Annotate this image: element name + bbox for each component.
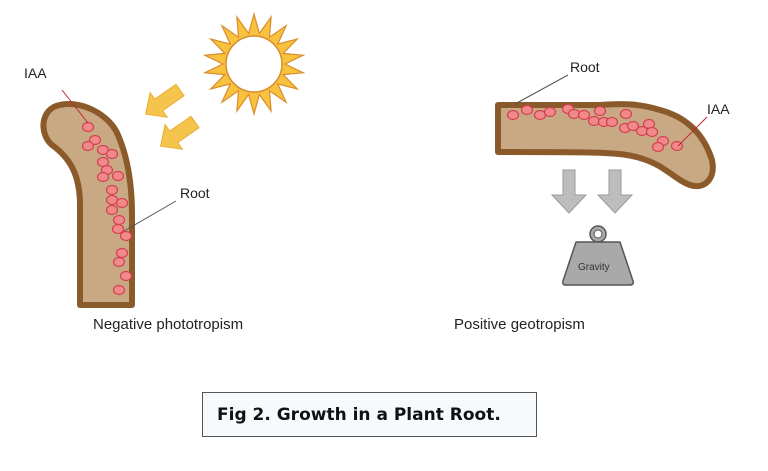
iaa-molecule bbox=[619, 108, 633, 120]
iaa-molecule bbox=[587, 115, 601, 127]
iaa-molecule bbox=[520, 104, 534, 116]
iaa-molecule bbox=[577, 109, 591, 121]
iaa-molecule bbox=[645, 126, 659, 138]
gravity-arrow-2 bbox=[596, 169, 634, 214]
iaa-molecule bbox=[567, 108, 581, 120]
iaa-molecule bbox=[651, 141, 665, 153]
iaa-molecule bbox=[593, 105, 607, 117]
right-root-label: Root bbox=[570, 59, 600, 75]
iaa-molecule bbox=[111, 170, 125, 182]
iaa-molecule bbox=[115, 247, 129, 259]
left-root-leader bbox=[123, 200, 177, 232]
left-iaa-label: IAA bbox=[24, 65, 47, 81]
right-iaa-leader bbox=[677, 116, 708, 147]
iaa-molecule bbox=[88, 134, 102, 146]
iaa-molecule bbox=[105, 148, 119, 160]
iaa-molecule bbox=[119, 270, 133, 282]
iaa-molecule bbox=[81, 121, 95, 133]
right-panel-title: Positive geotropism bbox=[454, 316, 585, 333]
gravity-arrow-1 bbox=[550, 169, 588, 214]
light-arrow-1 bbox=[144, 83, 185, 118]
iaa-molecule bbox=[533, 109, 547, 121]
iaa-molecule bbox=[605, 116, 619, 128]
light-arrow-2 bbox=[159, 115, 200, 150]
figure-caption-box: Fig 2. Growth in a Plant Root. bbox=[202, 392, 537, 437]
gravity-weight-icon bbox=[562, 225, 634, 286]
iaa-molecule bbox=[543, 106, 557, 118]
left-panel-title: Negative phototropism bbox=[93, 316, 244, 333]
right-iaa-cluster bbox=[506, 103, 684, 153]
iaa-molecule bbox=[506, 109, 520, 121]
iaa-molecule bbox=[105, 194, 119, 206]
iaa-molecule bbox=[119, 230, 133, 242]
figure-caption: Fig 2. Growth in a Plant Root. bbox=[217, 404, 501, 425]
left-iaa-cluster bbox=[81, 121, 133, 296]
sun-icon bbox=[202, 11, 306, 117]
right-root-leader bbox=[514, 74, 569, 105]
iaa-molecule bbox=[81, 140, 95, 152]
iaa-molecule bbox=[105, 184, 119, 196]
iaa-molecule bbox=[112, 214, 126, 226]
iaa-molecule bbox=[115, 197, 129, 209]
iaa-molecule bbox=[105, 204, 119, 216]
right-iaa-label: IAA bbox=[707, 101, 730, 117]
left-iaa-leader bbox=[61, 89, 89, 124]
right-root-shape bbox=[495, 101, 716, 190]
gravity-weight-label: Gravity bbox=[578, 262, 610, 273]
iaa-molecule bbox=[626, 120, 640, 132]
iaa-molecule bbox=[112, 284, 126, 296]
iaa-molecule bbox=[111, 223, 125, 235]
left-root-label: Root bbox=[180, 185, 210, 201]
iaa-molecule bbox=[96, 171, 110, 183]
iaa-molecule bbox=[112, 256, 126, 268]
